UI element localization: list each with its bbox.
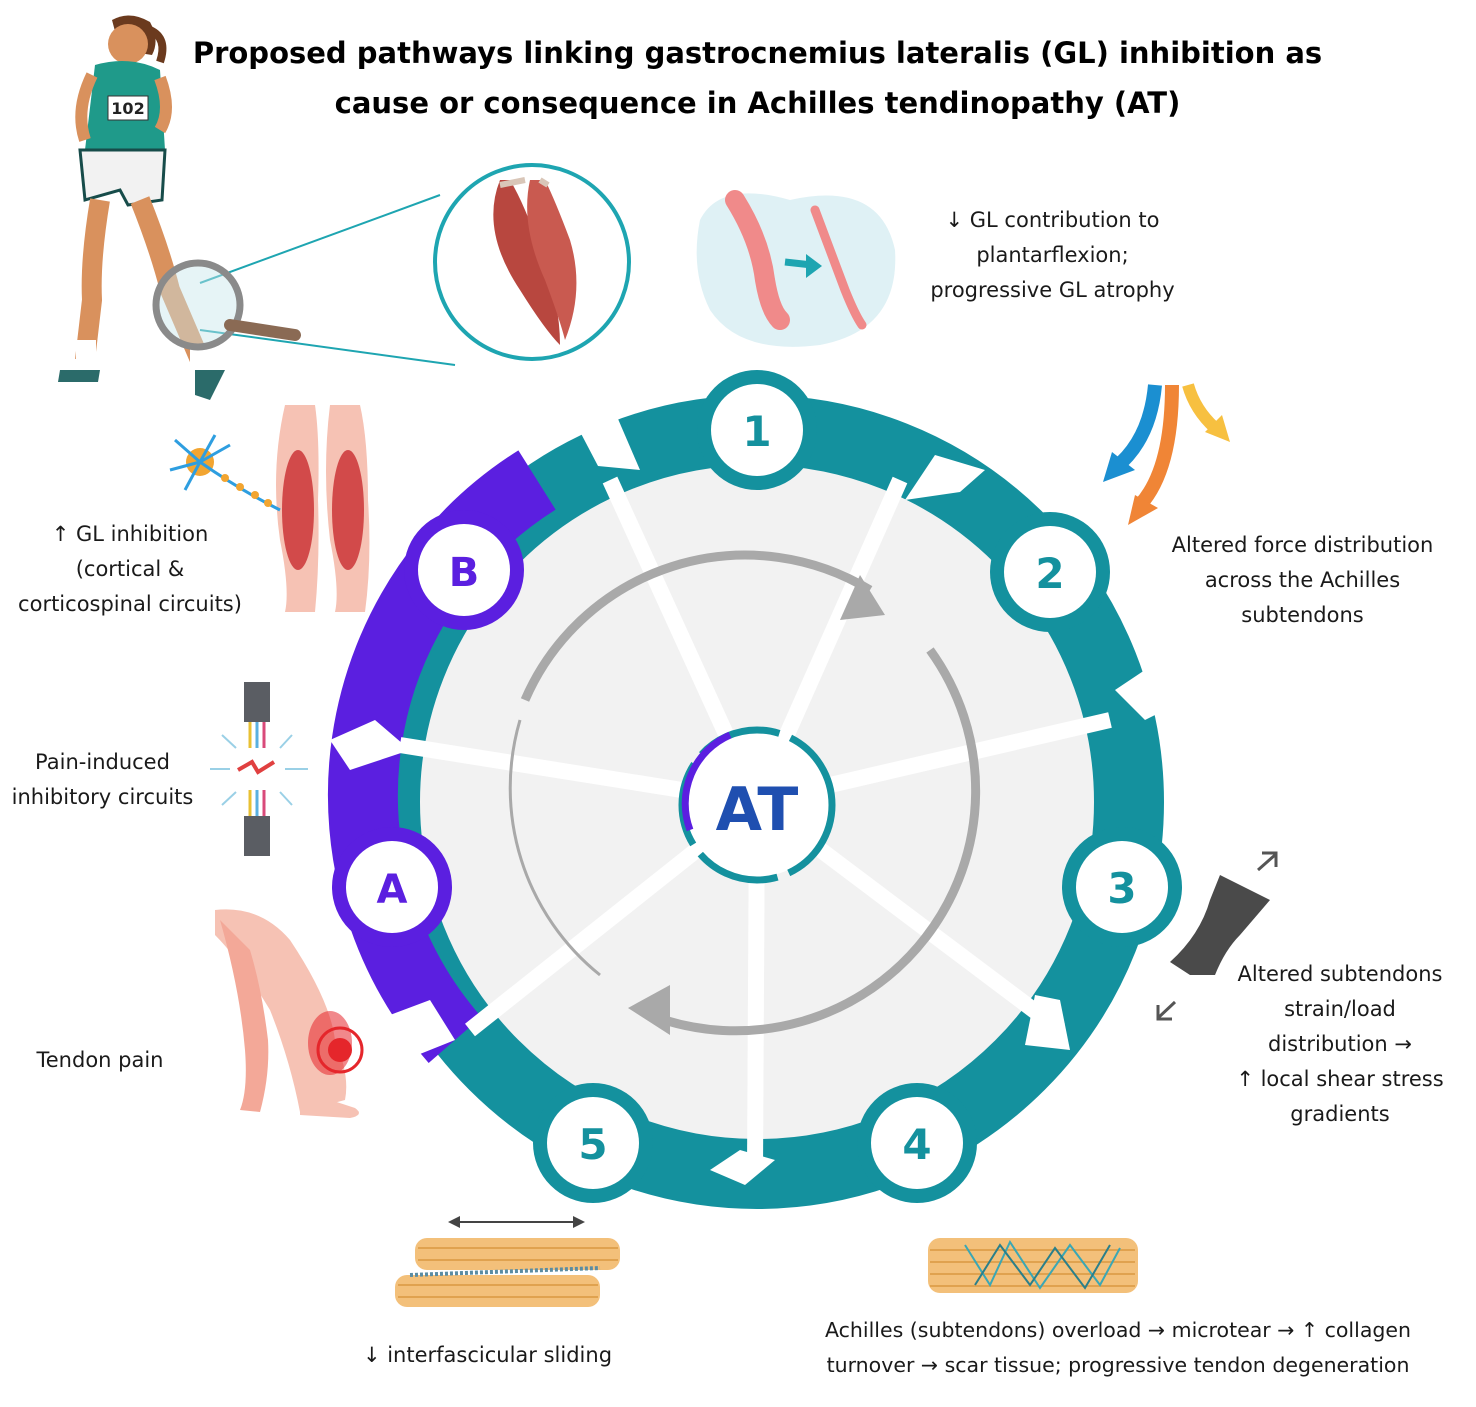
muscle-atrophy-icon [696, 190, 896, 347]
inner-arrowhead-top [840, 575, 885, 620]
caption-pain-circuits-line-1: Pain-induced [35, 750, 170, 774]
node-a-label: A [377, 867, 408, 913]
caption-step-4: Achilles (subtendons) overload → microte… [780, 1313, 1456, 1383]
caption-step-1-line-1: ↓ GL contribution to [945, 208, 1160, 232]
center-label: AT [716, 775, 799, 845]
runner-bib-number: 102 [111, 99, 144, 118]
node-1: 1 [697, 370, 817, 490]
node-1-label: 1 [742, 407, 771, 456]
caption-step-4-line-2: turnover → scar tissue; progressive tend… [826, 1353, 1410, 1377]
node-b: B [404, 510, 524, 630]
runner-illustration: 102 [58, 15, 225, 400]
scar-tissue-fibers-icon [928, 1238, 1138, 1293]
node-5: 5 [533, 1083, 653, 1203]
center-node: AT [678, 726, 836, 884]
node-2: 2 [990, 512, 1110, 632]
inner-arc-top [520, 550, 873, 702]
caption-tendon-pain-line-1: Tendon pain [36, 1048, 164, 1072]
diagram-title: Proposed pathways linking gastrocnemius … [190, 28, 1325, 128]
caption-step-2-line-2: across the Achilles [1204, 568, 1401, 592]
caption-step-b-line-3: corticospinal circuits) [18, 592, 242, 616]
caption-step-1-line-3: progressive GL atrophy [930, 278, 1175, 302]
caption-step-3-line-3: distribution → [1268, 1032, 1412, 1056]
collagen-sliding-fibers-icon [395, 1216, 620, 1307]
node-5-label: 5 [578, 1120, 607, 1169]
caption-step-1: ↓ GL contribution to plantarflexion; pro… [905, 203, 1200, 308]
caption-pain-circuits: Pain-induced inhibitory circuits [5, 745, 200, 815]
magnifier-icon [152, 194, 456, 366]
title-line-1: Proposed pathways linking gastrocnemius … [192, 36, 1323, 70]
force-arrows-icon [1103, 383, 1230, 525]
caption-step-b-line-1: ↑ GL inhibition [51, 522, 209, 546]
node-a: A [332, 827, 452, 947]
caption-tendon-pain: Tendon pain [15, 1043, 185, 1078]
inner-arc-right [648, 647, 981, 1036]
caption-step-2: Altered force distribution across the Ac… [1150, 528, 1455, 633]
caption-pain-circuits-line-2: inhibitory circuits [11, 785, 194, 809]
title-line-2: cause or consequence in Achilles tendino… [334, 86, 1181, 120]
inner-arc-left [508, 719, 601, 977]
caption-step-1-line-2: plantarflexion; [976, 243, 1129, 267]
caption-step-3-line-1: Altered subtendons [1237, 962, 1443, 986]
inner-cycle-arrows [508, 550, 981, 1036]
node-b-label: B [449, 550, 480, 596]
caption-step-b-line-2: (cortical & [75, 557, 185, 581]
caption-step-b: ↑ GL inhibition (cortical & corticospina… [5, 517, 255, 622]
neuron-calf-icon [169, 405, 370, 612]
leg-pain-icon [215, 909, 364, 1118]
caption-step-3-line-5: gradients [1290, 1102, 1390, 1126]
caption-step-5: ↓ interfascicular sliding [340, 1338, 635, 1373]
node-3: 3 [1062, 827, 1182, 947]
center-disc [685, 733, 829, 877]
center-ring-purple [681, 731, 732, 832]
electrical-circuit-icon [210, 682, 308, 856]
node-3-label: 3 [1107, 864, 1136, 913]
node-2-label: 2 [1035, 549, 1064, 598]
caption-step-2-line-3: subtendons [1241, 603, 1364, 627]
node-4-label: 4 [902, 1120, 931, 1169]
node-4: 4 [857, 1083, 977, 1203]
muscle-closeup-icon [433, 163, 631, 361]
caption-step-3-line-2: strain/load [1284, 997, 1396, 1021]
caption-step-4-line-1: Achilles (subtendons) overload → microte… [824, 1318, 1411, 1342]
caption-step-2-line-1: Altered force distribution [1171, 533, 1434, 557]
caption-step-3-line-4: ↑ local shear stress [1236, 1067, 1444, 1091]
caption-step-5-line-1: ↓ interfascicular sliding [362, 1343, 613, 1367]
strain-band-icon [1156, 851, 1278, 1021]
inner-arrowhead-bottom [628, 985, 670, 1035]
caption-step-3: Altered subtendons strain/load distribut… [1215, 957, 1465, 1132]
